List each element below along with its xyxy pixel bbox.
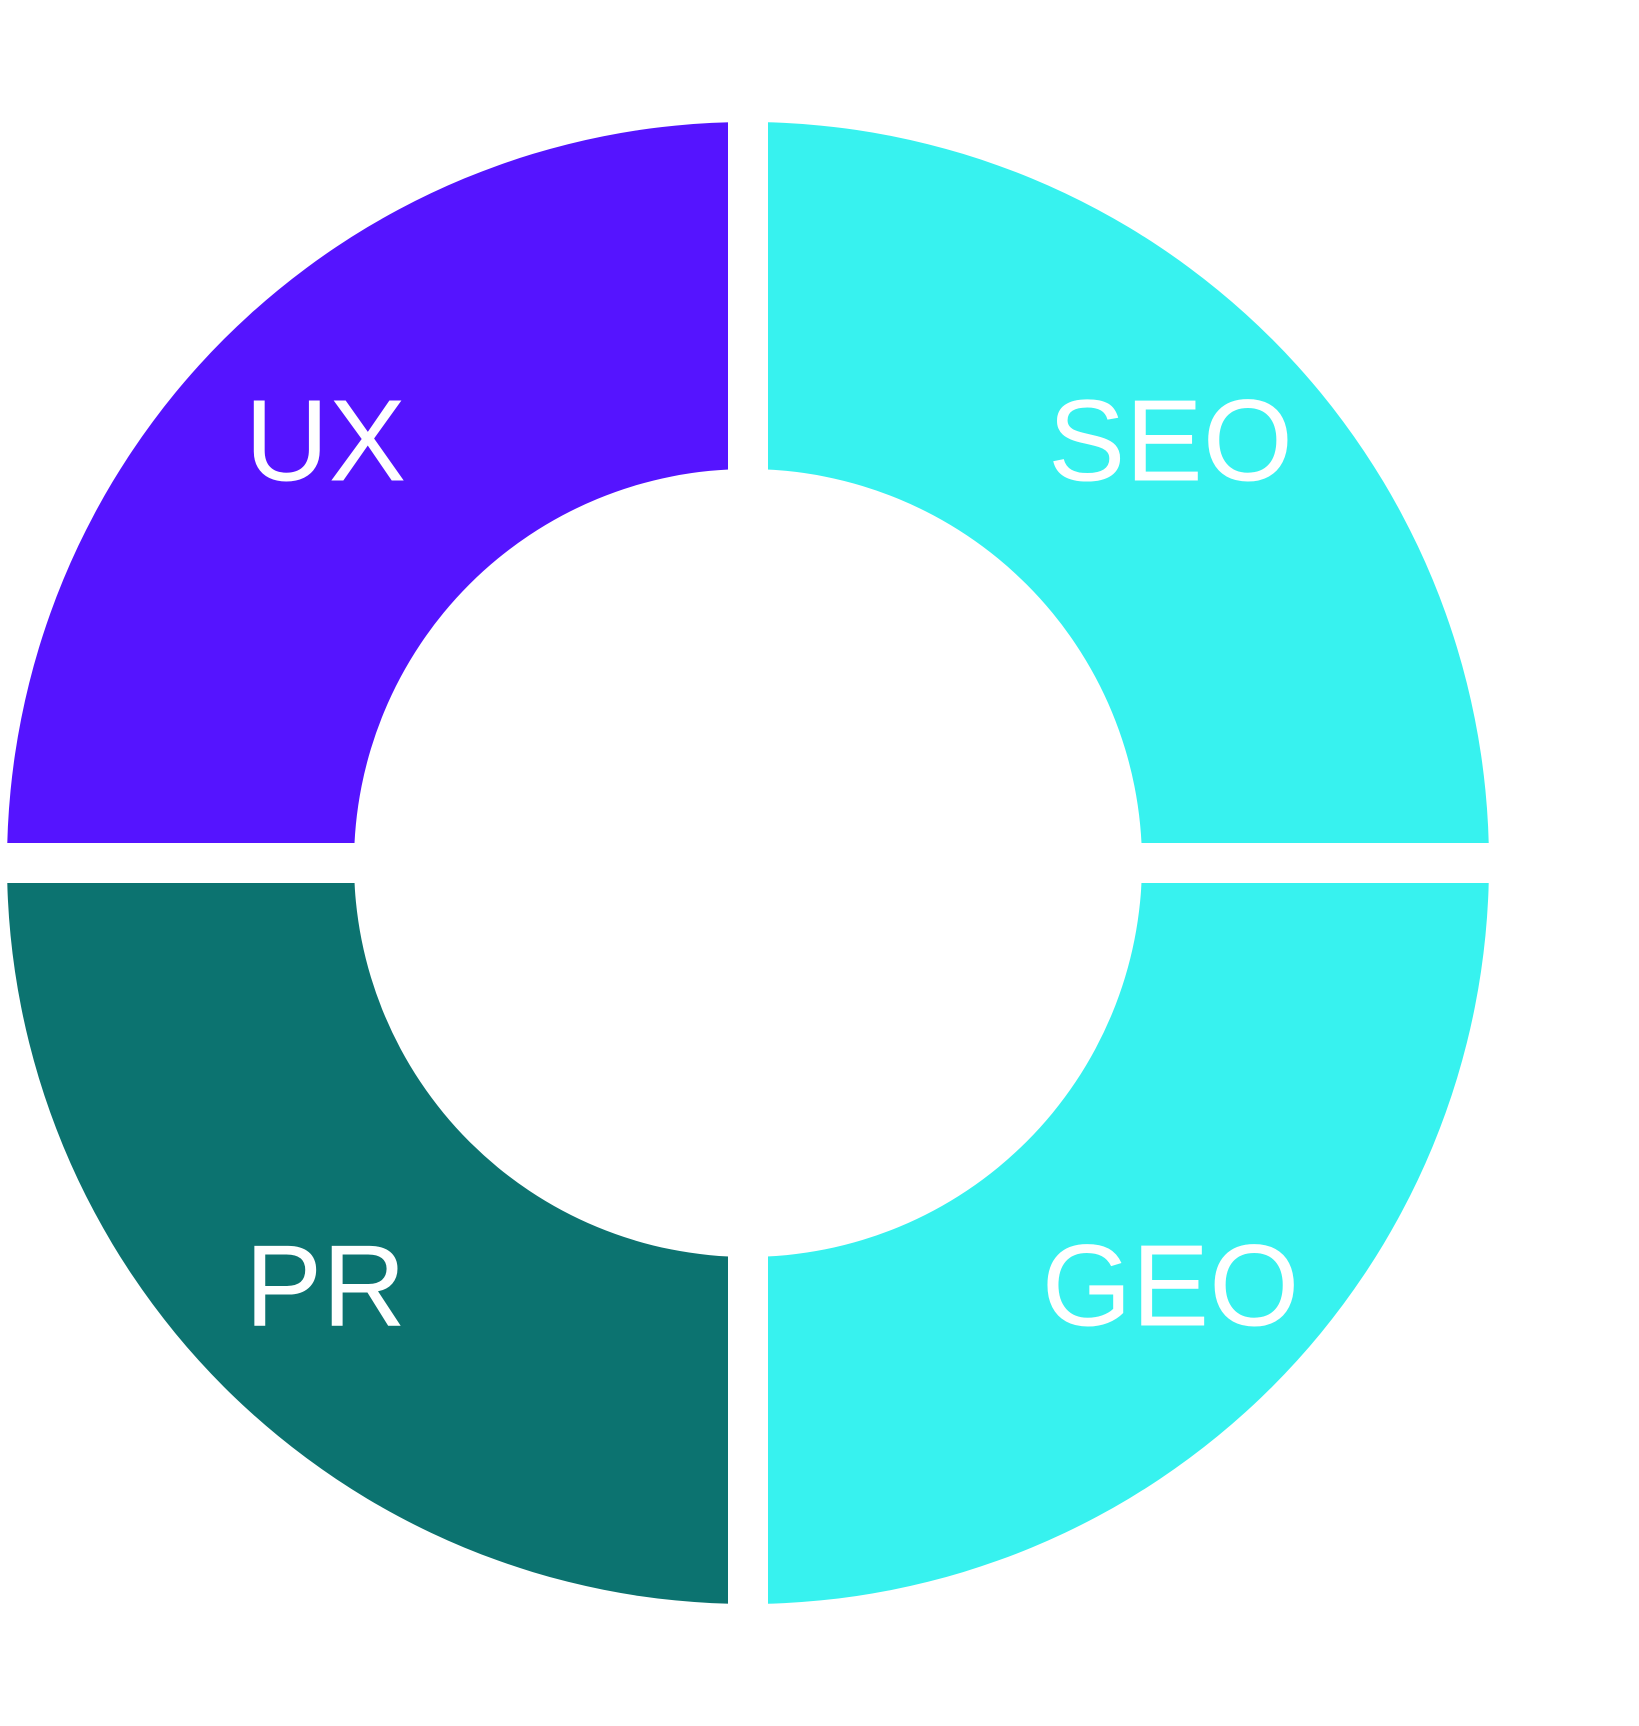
segment-ux: [7, 122, 748, 863]
segment-pr: [7, 863, 748, 1604]
segment-label-ux: UX: [245, 376, 406, 506]
segment-geo: [748, 863, 1489, 1604]
segment-seo: [748, 122, 1489, 863]
segment-label-pr: PR: [245, 1220, 406, 1350]
segment-label-seo: SEO: [1048, 376, 1293, 506]
segment-label-geo: GEO: [1042, 1220, 1300, 1350]
